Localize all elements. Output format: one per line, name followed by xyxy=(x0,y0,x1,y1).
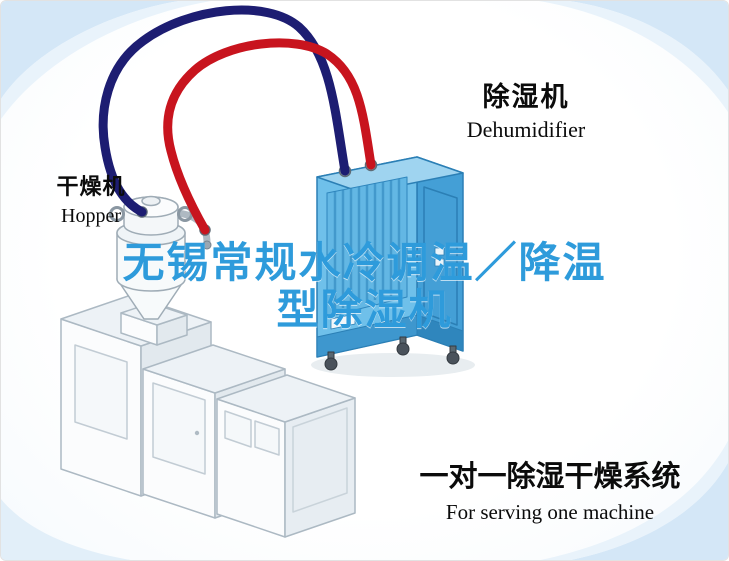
hopper-suction-pipe-end xyxy=(202,240,212,250)
caster-wheels xyxy=(324,336,460,371)
corner-accent-top-right-band xyxy=(539,1,728,113)
red-hose xyxy=(163,38,376,235)
hopper-label: 干燥机 Hopper xyxy=(45,169,137,228)
machine-right-panel-2 xyxy=(254,420,280,456)
dehumidifier-label-zh: 除湿机 xyxy=(482,82,570,112)
vent-grille-slats xyxy=(333,179,401,310)
hopper-label-zh: 干燥机 xyxy=(56,174,126,199)
dehumidifier-label: 除湿机 Dehumidifier xyxy=(421,75,631,143)
corner-accent-top-left-band xyxy=(1,1,211,119)
dehumidifier-label-en: Dehumidifier xyxy=(466,117,586,142)
machine-right-top-face xyxy=(216,374,356,423)
page-title-line-1: 无锡常规水冷调温／降温 xyxy=(122,239,607,286)
corner-accent-bottom-right-band xyxy=(540,440,728,560)
dehumidifier-top-face xyxy=(316,156,464,194)
hopper-ear-left xyxy=(109,206,125,222)
caption-zh: 一对一除湿干燥系统 xyxy=(419,461,681,493)
dehumidifier-latch-2 xyxy=(434,258,445,267)
corner-accent-top-right xyxy=(569,1,728,91)
machine-door-handle xyxy=(194,430,200,436)
machine-end-panel xyxy=(292,407,348,513)
hopper-lid-knob xyxy=(141,195,161,207)
page-title-line-2: 型除湿机 xyxy=(276,286,453,334)
machine-mid-top-face xyxy=(142,344,286,394)
dehumidifier-side-door xyxy=(423,186,458,326)
navy-hose xyxy=(98,5,350,217)
extruder-machine xyxy=(60,294,356,538)
dehumidifier-base-side xyxy=(416,314,464,352)
caption: 一对一除湿干燥系统 For serving one machine xyxy=(394,453,706,525)
corner-accent-top-left xyxy=(1,1,179,99)
corner-accent-bottom-left xyxy=(1,499,131,560)
machine-left-panel xyxy=(74,344,128,440)
corner-accent-bottom-right xyxy=(570,462,728,560)
dehumidifier-latch-1 xyxy=(434,247,445,256)
machine-right-panel-1 xyxy=(224,410,252,448)
machine-mid-door xyxy=(152,382,206,475)
dehumidifier-nameplate xyxy=(330,313,356,330)
dehumidifier-unit xyxy=(311,156,475,377)
caption-en: For serving one machine xyxy=(445,500,655,524)
page-title: 无锡常规水冷调温／降温 型除湿机 xyxy=(1,239,728,333)
dehumidifier-shadow xyxy=(311,353,475,377)
hopper-label-en: Hopper xyxy=(61,205,121,227)
